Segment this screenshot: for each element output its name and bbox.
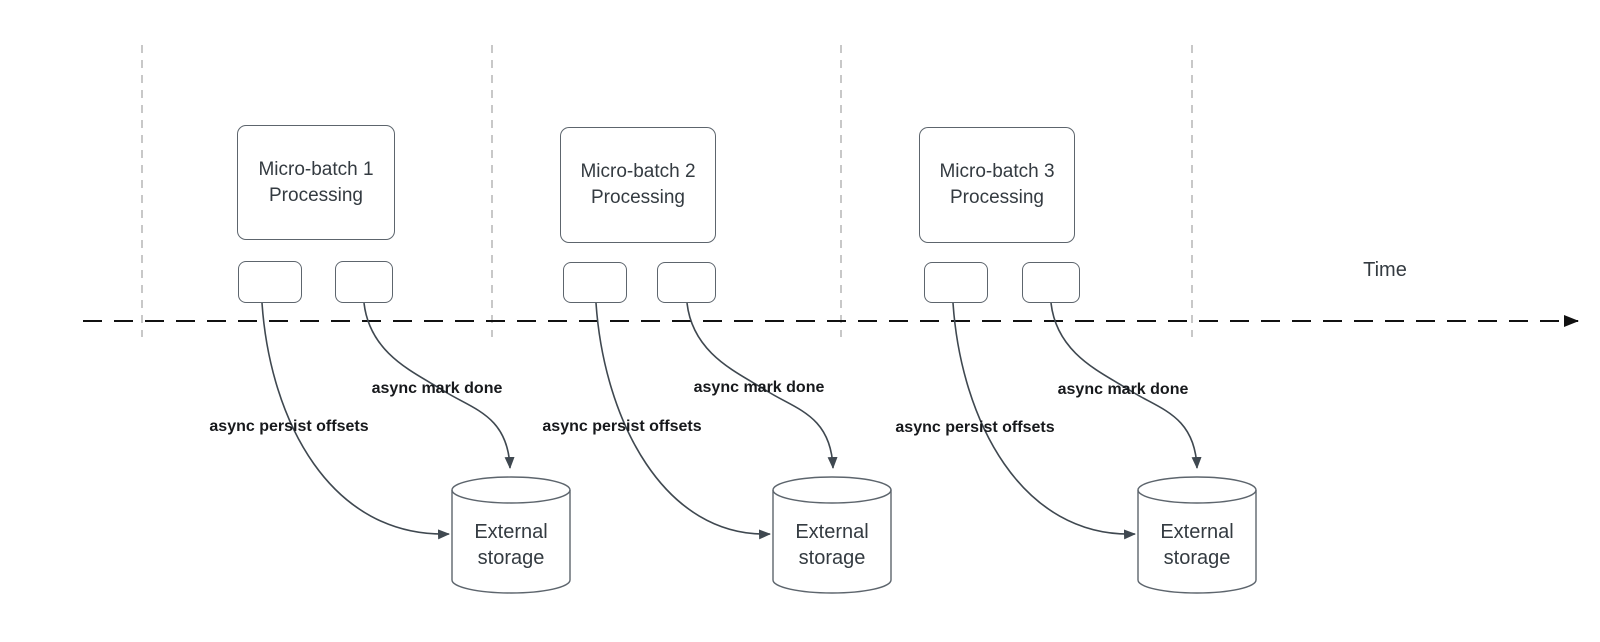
external-storage-cylinder-3 [1137, 476, 1257, 594]
external-storage-cylinder-2 [772, 476, 892, 594]
mark-done-label-3: async mark done [1057, 381, 1189, 398]
micro-batch-2-processing-box: Micro-batch 2 Processing [560, 127, 716, 243]
external-storage-label-2: External storage [795, 521, 869, 569]
mark-done-label-2: async mark done [693, 379, 825, 396]
persist-offsets-task-box-2 [563, 262, 627, 303]
persist-offsets-label-2: async persist offsets [542, 418, 702, 435]
micro-batch-1-processing-label: Micro-batch 1 Processing [258, 158, 374, 206]
persist-offsets-label-1: async persist offsets [209, 418, 369, 435]
micro-batch-2-processing-label: Micro-batch 2 Processing [580, 161, 696, 208]
persist-offsets-arrow-2 [595, 302, 771, 540]
mark-done-task-box-1 [335, 261, 393, 303]
persist-offsets-task-box-3 [924, 262, 988, 303]
micro-batch-3-processing-label: Micro-batch 3 Processing [939, 161, 1055, 208]
mark-done-label-1: async mark done [371, 380, 503, 397]
external-storage-cylinder-1 [451, 476, 571, 594]
external-storage-label-1: External storage [474, 521, 548, 569]
micro-batch-3-processing-box: Micro-batch 3 Processing [919, 127, 1075, 243]
mark-done-task-box-2 [657, 262, 716, 303]
mark-done-arrow-3 [1050, 302, 1202, 469]
external-storage-label-3: External storage [1160, 521, 1234, 569]
time-axis-label: Time [1363, 259, 1407, 281]
mark-done-arrow-1 [363, 302, 515, 469]
persist-offsets-task-box-1 [238, 261, 302, 303]
persist-offsets-arrow-3 [952, 302, 1136, 540]
persist-offsets-label-3: async persist offsets [895, 419, 1055, 436]
mark-done-task-box-3 [1022, 262, 1080, 303]
micro-batch-1-processing-box: Micro-batch 1 Processing [237, 125, 395, 240]
mark-done-arrow-2 [686, 302, 838, 469]
persist-offsets-arrow-1 [261, 302, 450, 540]
